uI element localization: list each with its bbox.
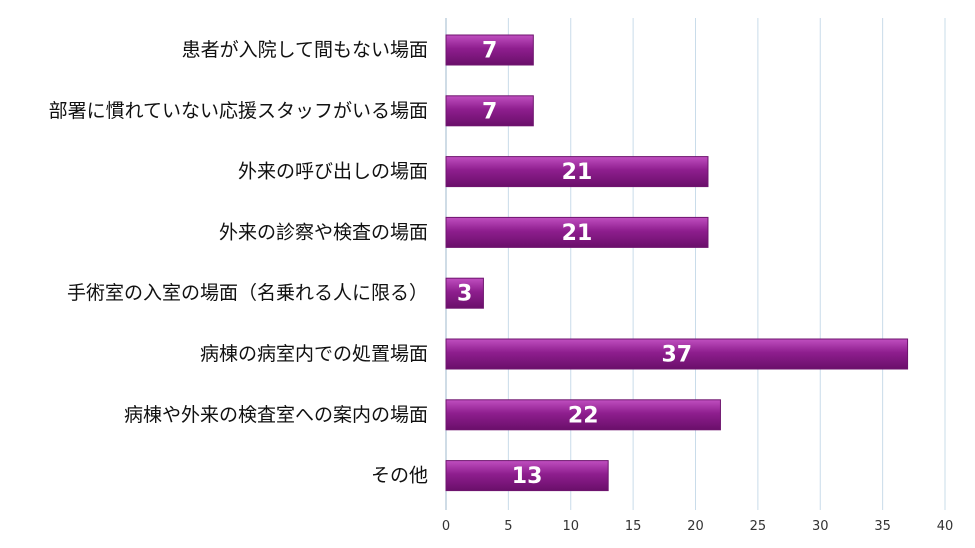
bar [445,338,909,370]
data-label: 37 [661,343,692,368]
category-label: その他 [371,465,428,487]
bar [445,156,709,188]
x-tick-label: 5 [504,519,512,534]
data-label: 21 [562,160,593,185]
x-tick-labels: 0 5 10 15 20 25 30 35 40 [442,519,953,534]
bar [445,95,534,127]
value-labels: 7 7 21 21 3 37 22 13 [457,39,692,490]
category-label: 外来の呼び出しの場面 [238,161,428,183]
x-tick-label: 25 [750,519,767,534]
bar [445,34,534,66]
bar [445,277,484,309]
category-label: 患者が入院して間もない場面 [182,39,428,61]
category-label: 病棟や外来の検査室への案内の場面 [124,404,428,426]
bar [445,216,709,248]
data-label: 21 [562,221,593,246]
category-label: 部署に慣れていない応援スタッフがいる場面 [49,100,428,122]
category-label: 病棟の病室内での処置場面 [200,343,428,365]
bar [445,399,721,431]
bars [445,34,909,492]
x-tick-label: 0 [442,519,450,534]
x-tick-label: 40 [937,519,954,534]
data-label: 3 [457,282,472,307]
x-tick-label: 10 [562,519,579,534]
data-label: 13 [512,464,543,489]
category-label: 手術室の入室の場面（名乗れる人に限る） [67,282,428,304]
bar [445,460,609,492]
grid-lines [445,18,946,510]
x-tick-label: 30 [812,519,829,534]
x-tick-label: 35 [874,519,891,534]
x-tick-label: 15 [625,519,642,534]
data-label: 7 [482,99,497,124]
x-tick-label: 20 [687,519,704,534]
category-labels: 患者が入院して間もない場面部署に慣れていない応援スタッフがいる場面外来の呼び出し… [49,39,428,487]
data-label: 7 [482,39,497,64]
data-label: 22 [568,403,599,428]
category-label: 外来の診察や検査の場面 [219,221,428,243]
